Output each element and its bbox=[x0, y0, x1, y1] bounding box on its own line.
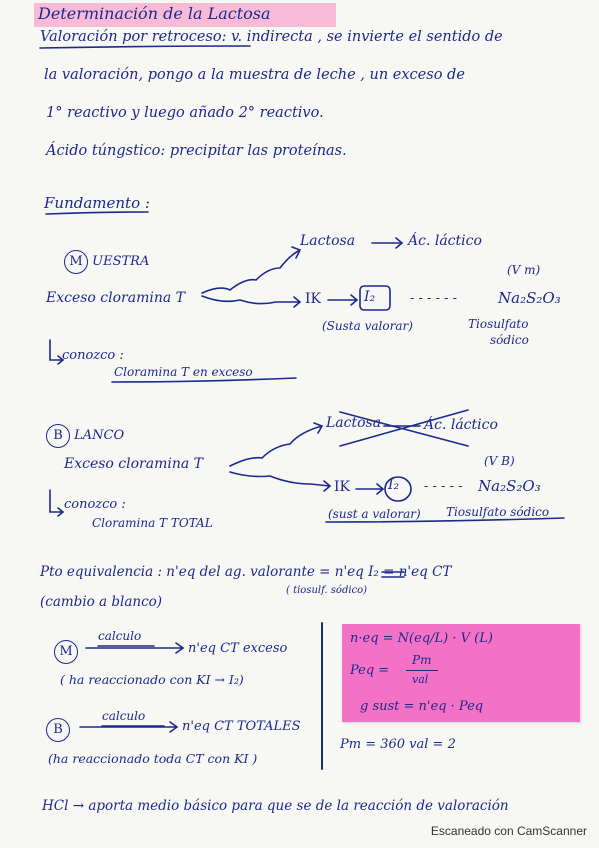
blanco-label: B LANCO bbox=[46, 424, 124, 448]
m-na2s2o3: Na₂S₂O₃ bbox=[498, 289, 561, 307]
m-susta-valorar: (Susta valorar) bbox=[322, 319, 413, 333]
intro-line-4: Ácido túngstico: precipitar las proteína… bbox=[46, 143, 347, 159]
calc-m-arrow bbox=[85, 642, 185, 654]
calc-m-circle: M bbox=[54, 640, 78, 664]
wavy-arrow-ik bbox=[201, 295, 302, 308]
b-conozco-hook bbox=[49, 489, 65, 517]
b-vb: (V B) bbox=[484, 454, 515, 468]
note-formula-peq-num: Pm bbox=[412, 653, 432, 667]
arrow-lactosa-ac bbox=[371, 237, 404, 249]
b-conozco: conozco : bbox=[64, 497, 126, 512]
bottom-line: HCl → aporta medio básico para que se de… bbox=[42, 798, 509, 814]
m-lactosa: Lactosa bbox=[300, 233, 356, 249]
calc-b-arrow bbox=[79, 721, 179, 733]
intro-underline bbox=[39, 45, 251, 49]
bracket-line bbox=[321, 622, 323, 770]
calc-m-calculo: calculo bbox=[98, 629, 142, 643]
note-formula-peq-den: val bbox=[412, 673, 429, 686]
b-underline bbox=[325, 517, 565, 523]
b-cloramina-total: Cloramina T TOTAL bbox=[92, 516, 213, 530]
b-cross-out bbox=[339, 409, 469, 447]
wavy-arrow-up bbox=[201, 246, 302, 294]
calc-m-circle-wrap: M bbox=[54, 640, 78, 664]
arrow-ik-i2 bbox=[327, 294, 359, 306]
m-vm: (V m) bbox=[507, 263, 541, 277]
page-title: Determinación de la Lactosa bbox=[38, 4, 271, 23]
calc-b-calculo: calculo bbox=[102, 709, 146, 723]
note-formula-neq: n·eq = N(eq/L) · V (L) bbox=[350, 631, 493, 646]
m-ik: IK bbox=[305, 291, 321, 307]
b-i2-circle bbox=[384, 476, 412, 502]
b-wavy-arrow-ik bbox=[229, 471, 332, 492]
m-conozco: conozco : bbox=[62, 348, 124, 363]
m-ac-lactico: Ác. láctico bbox=[408, 233, 482, 249]
b-i2: I₂ bbox=[388, 477, 400, 493]
note-below: Pm = 360 val = 2 bbox=[340, 737, 456, 752]
calc-b-circle-wrap: B bbox=[46, 718, 70, 742]
b-sust-valorar: (sust a valorar) bbox=[328, 507, 421, 521]
equiv-line-1: Pto equivalencia : n'eq del ag. valorant… bbox=[40, 564, 452, 580]
calc-m-note: ( ha reaccionado con KI → I₂) bbox=[60, 672, 244, 687]
title-highlight bbox=[34, 3, 336, 27]
b-wavy-arrow-up bbox=[229, 422, 324, 467]
b-ac-lactico: Ác. láctico bbox=[424, 417, 498, 433]
b-ik: IK bbox=[334, 479, 350, 495]
fundamento-heading: Fundamento : bbox=[44, 194, 150, 212]
b-rest: LANCO bbox=[74, 428, 125, 443]
m-circle: M bbox=[64, 250, 88, 274]
scanner-footer: Escaneado con CamScanner bbox=[430, 824, 587, 838]
m-tiosulfato: Tiosulfato bbox=[468, 317, 529, 331]
m-cloramina-underline bbox=[111, 377, 297, 383]
calc-b-circle: B bbox=[46, 718, 70, 742]
note-formula-gsust: g sust = n'eq · Peq bbox=[360, 699, 484, 714]
equals-sign bbox=[381, 571, 405, 578]
b-arrow-ik-i2 bbox=[355, 483, 385, 495]
note-formula-peq-lhs: Peq = bbox=[350, 663, 390, 678]
m-sodico: sódico bbox=[490, 333, 529, 347]
m-i2: I₂ bbox=[364, 289, 376, 305]
equiv-line-2: (cambio a blanco) bbox=[40, 594, 163, 610]
m-dots: - - - - - - bbox=[410, 291, 458, 306]
m-rest: UESTRA bbox=[92, 254, 150, 269]
m-conozco-hook bbox=[49, 339, 65, 365]
calc-b-result: n'eq CT TOTALES bbox=[182, 719, 301, 734]
muestra-label: M UESTRA bbox=[64, 250, 149, 274]
b-exceso: Exceso cloramina T bbox=[64, 456, 203, 472]
intro-line-3: 1° reactivo y luego añado 2° reactivo. bbox=[46, 105, 324, 121]
calc-b-note: (ha reaccionado toda CT con KI ) bbox=[48, 751, 258, 766]
b-tiosulfato-sodico: Tiosulfato sódico bbox=[446, 505, 550, 519]
b-dots: - - - - - bbox=[424, 479, 463, 494]
fundamento-underline bbox=[45, 211, 149, 215]
m-exceso: Exceso cloramina T bbox=[46, 290, 185, 306]
b-na2s2o3: Na₂S₂O₃ bbox=[478, 477, 541, 495]
m-cloramina-exceso: Cloramina T en exceso bbox=[114, 365, 253, 379]
i2-box bbox=[359, 285, 391, 311]
intro-line-2: la valoración, pongo a la muestra de lec… bbox=[44, 67, 465, 83]
calc-m-result: n'eq CT exceso bbox=[188, 641, 288, 656]
equiv-tiosulf: ( tiosulf. sódico) bbox=[286, 585, 368, 596]
b-circle: B bbox=[46, 424, 70, 448]
intro-line-1: Valoración por retroceso: v. indirecta ,… bbox=[40, 29, 503, 45]
sticky-note: n·eq = N(eq/L) · V (L) Peq = Pm val g su… bbox=[342, 624, 580, 722]
note-fraction-bar bbox=[406, 670, 438, 671]
